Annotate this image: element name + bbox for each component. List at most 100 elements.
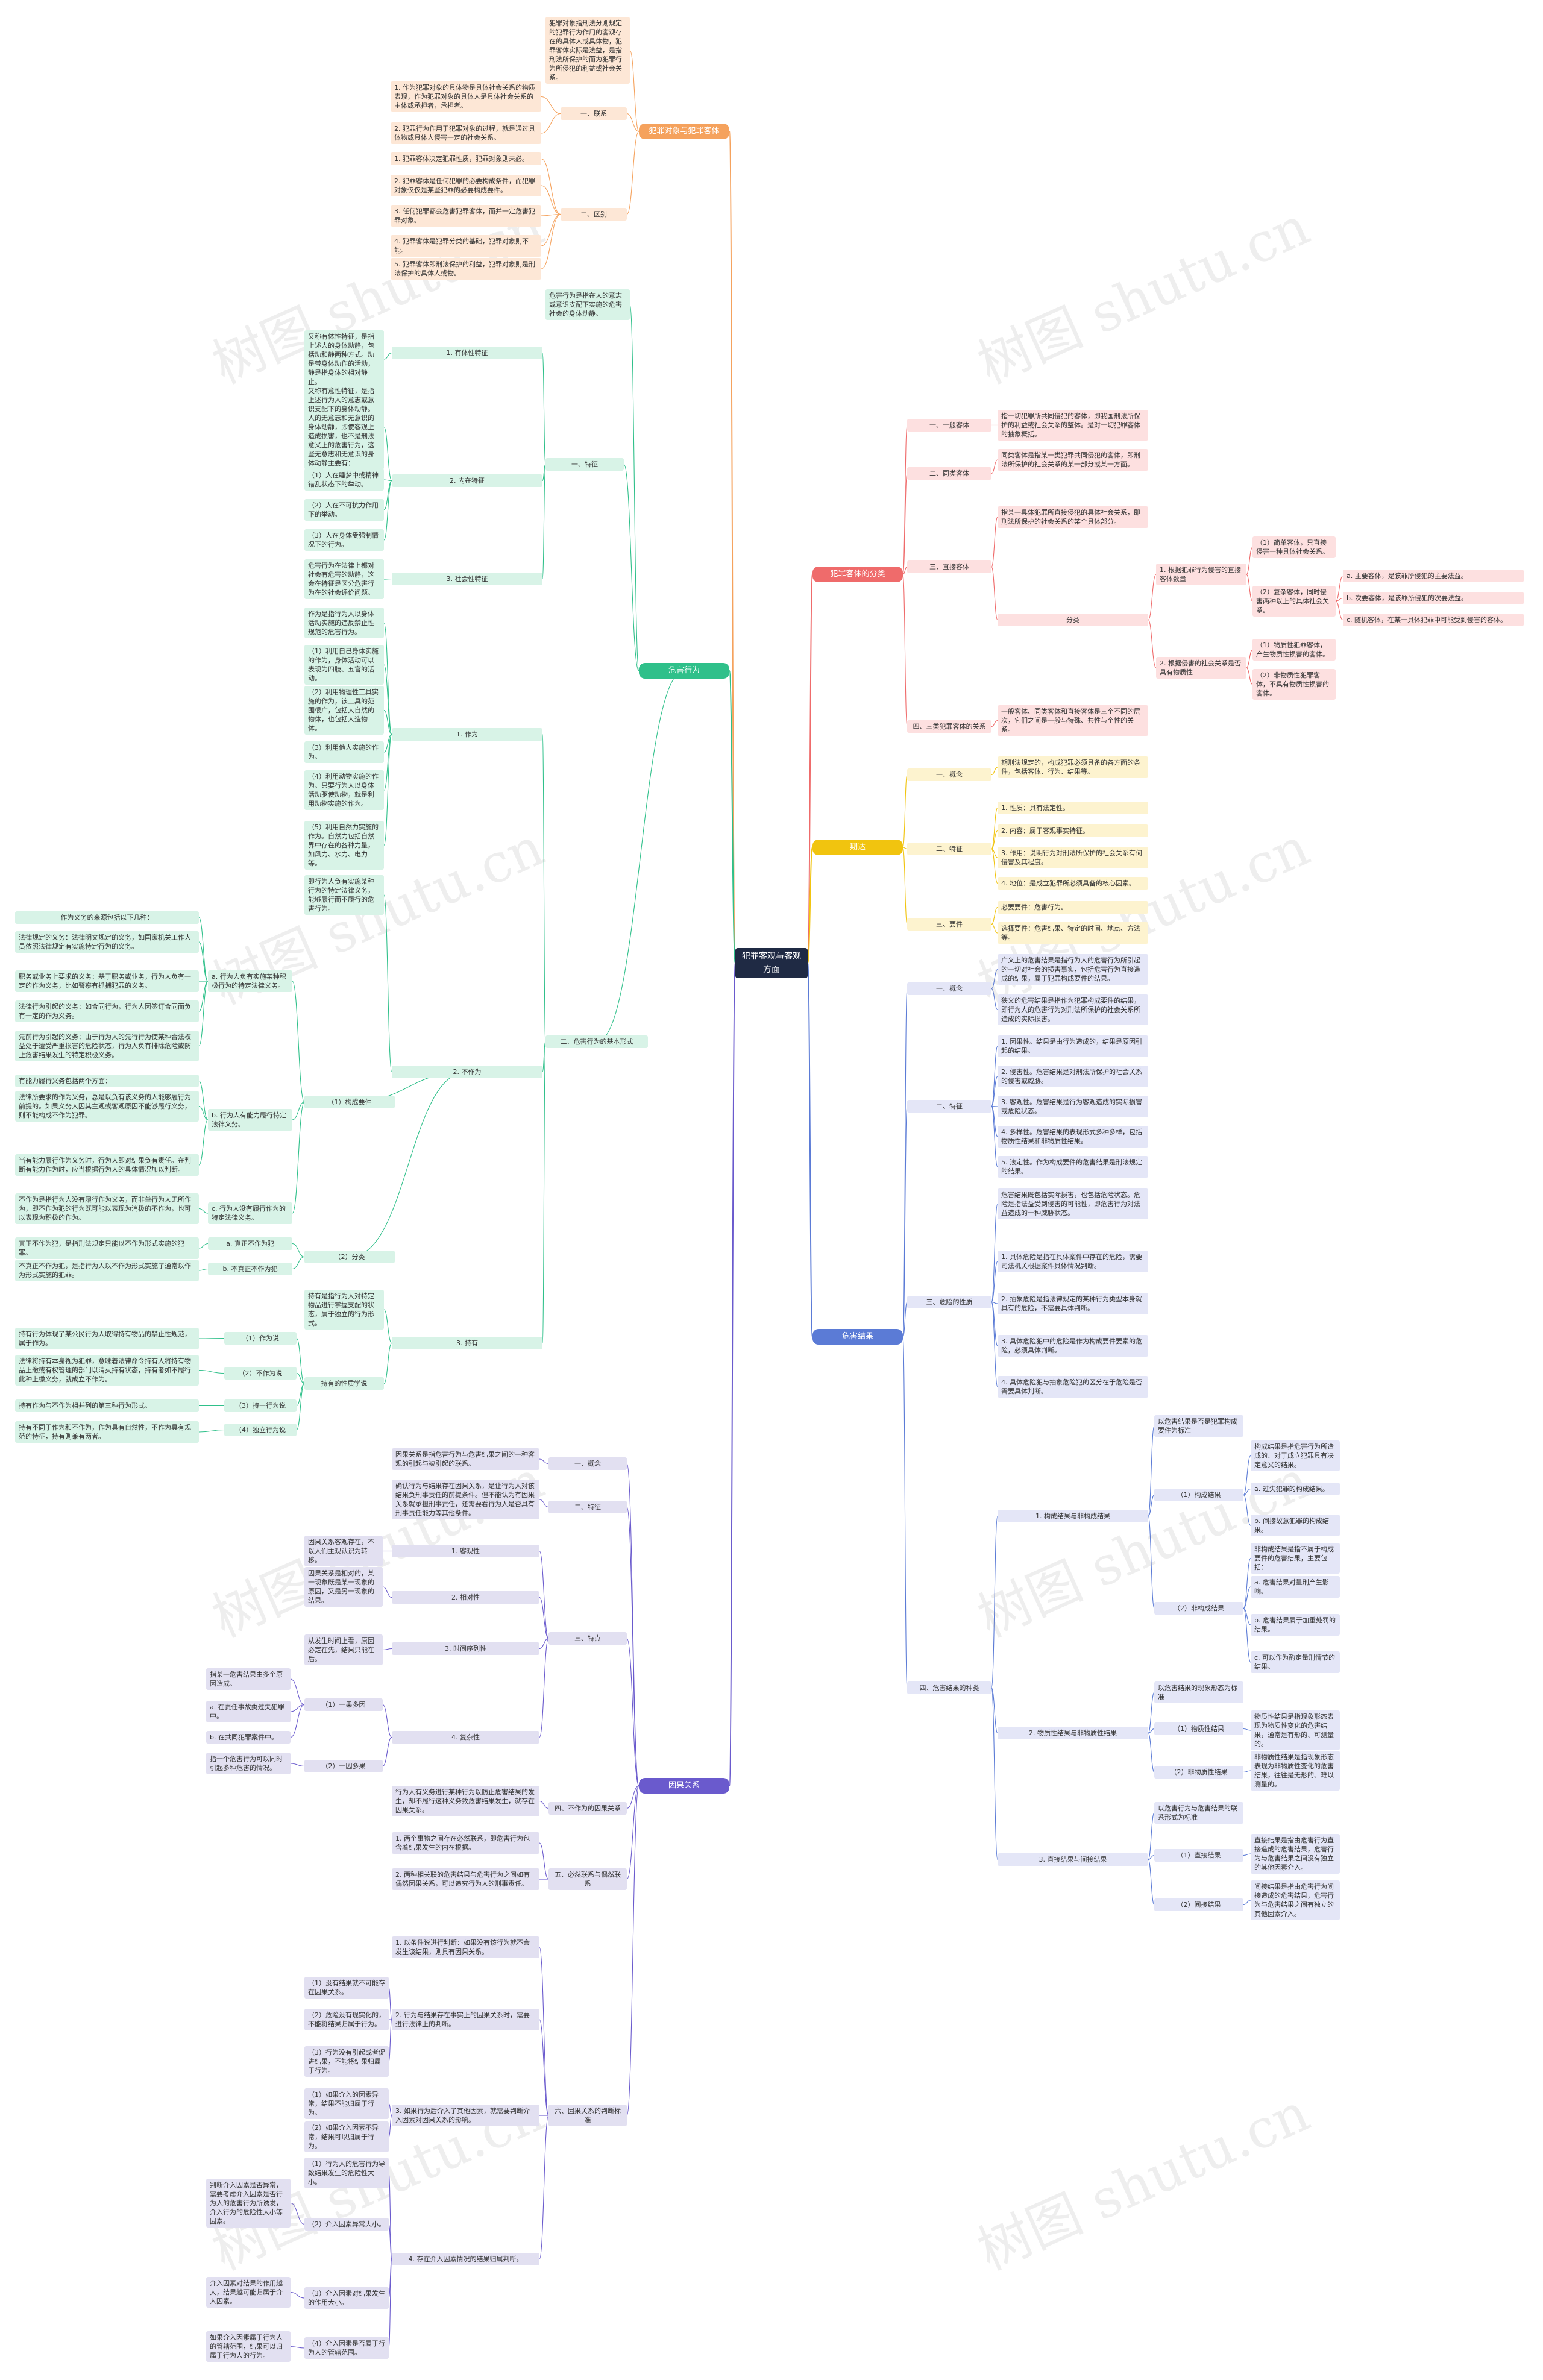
danger-nature[interactable]: 三、危险的性质	[907, 1296, 991, 1308]
element-capacity[interactable]: b. 行为人有能力履行特定法律义务。	[208, 1109, 292, 1131]
material-result[interactable]: （1）物质性结果	[1154, 1722, 1243, 1735]
form-action[interactable]: 1. 作为	[392, 728, 542, 741]
factor-item[interactable]: （4）介入因素是否属于行为人的管辖范围。	[304, 2337, 389, 2359]
connector	[991, 807, 998, 850]
feature-social[interactable]: 3. 社会性特征	[392, 573, 542, 585]
indirect-result-text: 间接结果是指由危害行为间接造成的危害结果，危害行为与危害结果之间有独立的其他因素…	[1251, 1880, 1340, 1920]
intervening-factors[interactable]: 4. 存在介入因素情况的结果归属判断。	[392, 2253, 539, 2265]
simple-object: （1）简单客体，只直接侵害一种具体社会关系。	[1252, 536, 1336, 558]
trait-relative[interactable]: 2. 相对性	[392, 1591, 539, 1604]
result-types[interactable]: 四、危害结果的种类	[907, 1681, 991, 1694]
complexity-sub: a. 在责任事故类过失犯罪中。	[206, 1701, 291, 1722]
section-difference[interactable]: 二、区别	[561, 208, 627, 221]
connector	[542, 1041, 546, 1344]
concept[interactable]: 一、概念	[907, 768, 991, 781]
connector	[292, 1101, 305, 1120]
element-duty[interactable]: a. 行为人负有实施某种积极行为的特定法律义务。	[208, 970, 292, 992]
branch-object-classification[interactable]: 犯罪客体的分类	[812, 567, 903, 582]
connector	[902, 847, 908, 925]
form-omission[interactable]: 2. 不作为	[392, 1066, 542, 1078]
branch-harmful-result[interactable]: 危害结果	[812, 1329, 903, 1345]
connector	[541, 185, 561, 215]
section-basic-forms[interactable]: 二、危害行为的基本形式	[545, 1035, 648, 1048]
features[interactable]: 二、特征	[907, 843, 991, 855]
theory-independent[interactable]: （4）独立行为说	[224, 1424, 297, 1436]
difference-item: 1. 犯罪客体决定犯罪性质，犯罪对象则未必。	[391, 152, 541, 165]
theory-text: 法律将持有本身视为犯罪，意味着法律命令持有人将持有物品上缴或有权管理的部门以消灭…	[15, 1355, 199, 1386]
result-features[interactable]: 二、特征	[907, 1100, 991, 1113]
connector	[541, 96, 561, 115]
by-object-count[interactable]: 1. 根据犯罪行为侵害的直接客体数量	[1156, 564, 1246, 585]
necessary-accidental[interactable]: 五、必然联系与偶然联系	[548, 1868, 627, 1890]
feature-volitional[interactable]: 2. 内在特征	[392, 474, 542, 487]
connector	[383, 622, 392, 735]
connector	[1246, 547, 1253, 575]
trait-objective[interactable]: 1. 客观性	[392, 1545, 539, 1557]
section-features[interactable]: 一、特征	[545, 458, 624, 471]
one-cause-many-results[interactable]: （2）一因多果	[304, 1760, 383, 1772]
type-pure-omission[interactable]: a. 真正不作为犯	[208, 1237, 292, 1250]
type-direct[interactable]: 3. 直接结果与间接结果	[998, 1853, 1148, 1866]
class-object[interactable]: 二、同类客体	[907, 467, 991, 480]
feature-physical[interactable]: 1. 有体性特征	[392, 347, 542, 359]
omission-elements[interactable]: （1）构成要件	[304, 1096, 395, 1108]
duty-source: 职务或业务上要求的义务：基于职务或业务，行为人负有一定的作为义务，比如警察有抓捕…	[15, 970, 199, 992]
duty-source: 法律行为引起的义务：如合同行为，行为人因签订合同而负有一定的作为义务。	[15, 1000, 199, 1022]
connector	[388, 2115, 392, 2138]
branch-causation[interactable]: 因果关系	[639, 1778, 729, 1794]
three-objects-relation[interactable]: 四、三类犯罪客体的关系	[907, 720, 991, 733]
theory-third[interactable]: （3）持一行为说	[224, 1399, 297, 1412]
causation-concept[interactable]: 一、概念	[548, 1457, 627, 1470]
theory-omission[interactable]: （2）不作为说	[224, 1367, 297, 1380]
type-constitutive[interactable]: 1. 构成结果与非构成结果	[998, 1510, 1148, 1522]
connector	[902, 988, 908, 1337]
connector	[198, 981, 209, 1047]
factor-item[interactable]: （2）介入因素异常大小。	[304, 2218, 389, 2231]
classification[interactable]: 分类	[998, 614, 1148, 626]
center-topic[interactable]: 犯罪客观与客观方面	[735, 948, 808, 978]
indirect-result[interactable]: （2）间接结果	[1154, 1898, 1243, 1911]
omission-causation[interactable]: 四、不作为的因果关系	[548, 1802, 627, 1815]
direct-object[interactable]: 三、直接客体	[907, 560, 991, 573]
type-material[interactable]: 2. 物质性结果与非物质性结果	[998, 1727, 1148, 1739]
trait-complexity[interactable]: 4. 复杂性	[392, 1731, 539, 1744]
one-result-many-causes[interactable]: （1）一果多因	[304, 1698, 383, 1711]
form-possession[interactable]: 3. 持有	[392, 1337, 542, 1349]
branch-object-vs-object[interactable]: 犯罪对象与犯罪客体	[639, 124, 729, 139]
by-material[interactable]: 2. 根据侵害的社会关系是否具有物质性	[1156, 657, 1246, 679]
theory-action[interactable]: （1）作为说	[224, 1332, 297, 1345]
complex-sub: b. 次要客体，是该罪所侵犯的次要法益。	[1343, 592, 1524, 604]
possession-theories[interactable]: 持有的性质学说	[304, 1377, 384, 1390]
causation-traits[interactable]: 三、特点	[548, 1632, 627, 1645]
danger-item: 4. 具体危险犯与抽象危险犯的区分在于危险是否需要具体判断。	[998, 1376, 1148, 1398]
duty-source: 先前行为引起的义务：由于行为人的先行行为使某种合法权益处于遭受严重损害的危险状态…	[15, 1031, 199, 1061]
nonconstitutive-result[interactable]: （2）非构成结果	[1154, 1602, 1243, 1615]
connector	[541, 213, 561, 269]
constitutive-result[interactable]: （1）构成结果	[1154, 1489, 1243, 1501]
direct-result[interactable]: （1）直接结果	[1154, 1849, 1243, 1862]
factor-item[interactable]: （3）介入因素对结果发生的作用大小。	[304, 2287, 389, 2309]
nonmaterial-result[interactable]: （2）非物质性结果	[1154, 1766, 1243, 1779]
type-impure-omission[interactable]: b. 不真正不作为犯	[208, 1263, 292, 1275]
result-concept[interactable]: 一、概念	[907, 982, 991, 995]
danger-item: 1. 具体危险是指在具体案件中存在的危险，需要司法机关根据案件具体情况判断。	[998, 1251, 1148, 1272]
nonconstitutive-item: c. 可以作为酌定量刑情节的结果。	[1251, 1651, 1340, 1673]
connector	[542, 463, 546, 482]
trait-temporal[interactable]: 3. 时间序列性	[392, 1642, 539, 1655]
feature-social-text: 危害行为在法律上都对社会有危害的动静，这会在特征是区分危害行为在的社会评价问题。	[304, 559, 384, 599]
branch-objective-aspect[interactable]: 期达	[812, 840, 903, 855]
connector	[198, 1105, 209, 1120]
element-nonperformance[interactable]: c. 行为人没有履行作为的特定法律义务。	[208, 1202, 292, 1224]
causation-features[interactable]: 二、特征	[548, 1501, 627, 1513]
elements[interactable]: 三、要件	[907, 918, 991, 931]
factor-item[interactable]: （1）行为人的危害行为导致结果发生的危险性大小。	[304, 2158, 389, 2188]
connector	[290, 2346, 305, 2349]
general-object[interactable]: 一、一般客体	[907, 419, 991, 432]
section-connection[interactable]: 一、联系	[561, 107, 627, 120]
branch-harmful-act[interactable]: 危害行为	[639, 663, 729, 679]
judgment-standards[interactable]: 六、因果关系的判断标准	[548, 2105, 627, 2126]
connector	[1148, 1854, 1155, 1860]
connector	[991, 459, 998, 474]
omission-types[interactable]: （2）分类	[304, 1251, 395, 1263]
